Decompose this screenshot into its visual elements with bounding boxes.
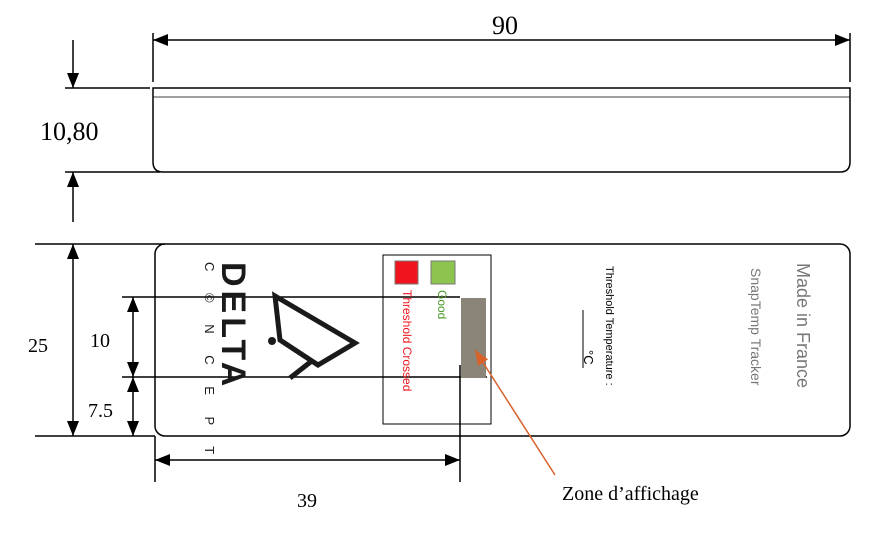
threshold-crossed-label: Threshold Crossed xyxy=(400,290,414,391)
top-view-outline xyxy=(152,87,851,173)
dimension-label-zone-position: 39 xyxy=(297,490,317,512)
made-in-france: Made in France xyxy=(793,263,813,388)
product-name: SnapTemp Tracker xyxy=(748,268,764,386)
display-zone xyxy=(461,298,486,378)
good-label: Good xyxy=(435,290,449,319)
threshold-temperature-label: Threshold Temperature : xyxy=(603,266,615,386)
celsius-unit: °C xyxy=(581,350,596,365)
svg-text:C © N C E P T: C © N C E P T xyxy=(202,262,217,463)
zone-affichage-label: Zone d’affichage xyxy=(562,483,699,505)
dimension-label-thickness: 10,80 xyxy=(40,117,99,146)
dimension-label-width: 25 xyxy=(28,335,48,357)
red-indicator xyxy=(394,260,419,285)
dimension-label-length: 90 xyxy=(492,11,518,40)
annotation-arrow xyxy=(474,349,556,476)
svg-text:DELTA: DELTA xyxy=(214,262,252,390)
front-view-outline xyxy=(154,243,851,437)
delta-logo: DELTA C © N C E P T xyxy=(202,262,360,463)
dimension-label-zone-offset: 7.5 xyxy=(88,400,113,422)
green-indicator xyxy=(430,260,456,285)
display-box xyxy=(382,254,492,425)
dimension-label-zone-height: 10 xyxy=(90,330,110,352)
